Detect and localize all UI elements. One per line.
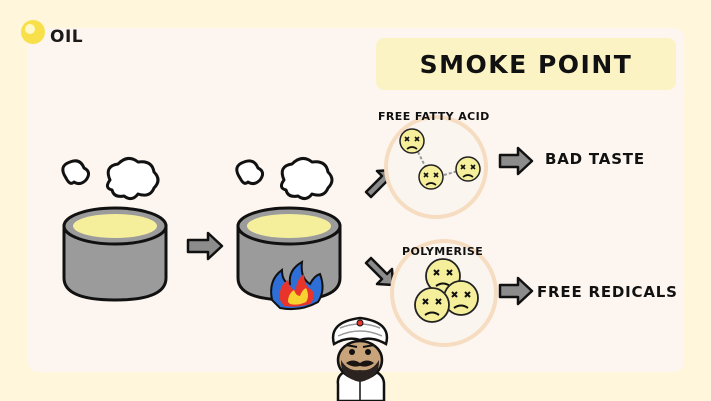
- arrow-down-right-icon: [364, 256, 395, 287]
- sad-face-icon: [455, 156, 481, 182]
- label-free-radicals: FREE REDICALS: [537, 283, 678, 301]
- pot-icon: [62, 206, 168, 302]
- pot-icon: [236, 206, 342, 302]
- oil-drop-icon: [21, 20, 45, 44]
- title-banner: SMOKE POINT: [376, 38, 676, 90]
- logo-label: OIL: [50, 27, 84, 47]
- sad-face-icon: [414, 287, 450, 323]
- label-polymerise: POLYMERISE: [402, 245, 484, 258]
- arrow-right-icon: [498, 276, 534, 306]
- sad-face-icon: [399, 128, 425, 154]
- flame-icon: [270, 260, 324, 311]
- label-free-fatty-acid: FREE FATTY ACID: [378, 110, 490, 123]
- steam-cloud-icon: [61, 157, 160, 201]
- polymerise-molecules: [390, 239, 498, 347]
- chef-character-icon: [331, 316, 389, 401]
- free-fatty-acid-molecules: [384, 115, 488, 219]
- arrow-right-icon: [498, 146, 534, 176]
- arrow-right-icon: [186, 231, 224, 261]
- page-title: SMOKE POINT: [419, 49, 633, 79]
- label-bad-taste: BAD TASTE: [545, 150, 645, 168]
- sad-face-icon: [418, 164, 444, 190]
- steam-cloud-icon: [235, 157, 334, 201]
